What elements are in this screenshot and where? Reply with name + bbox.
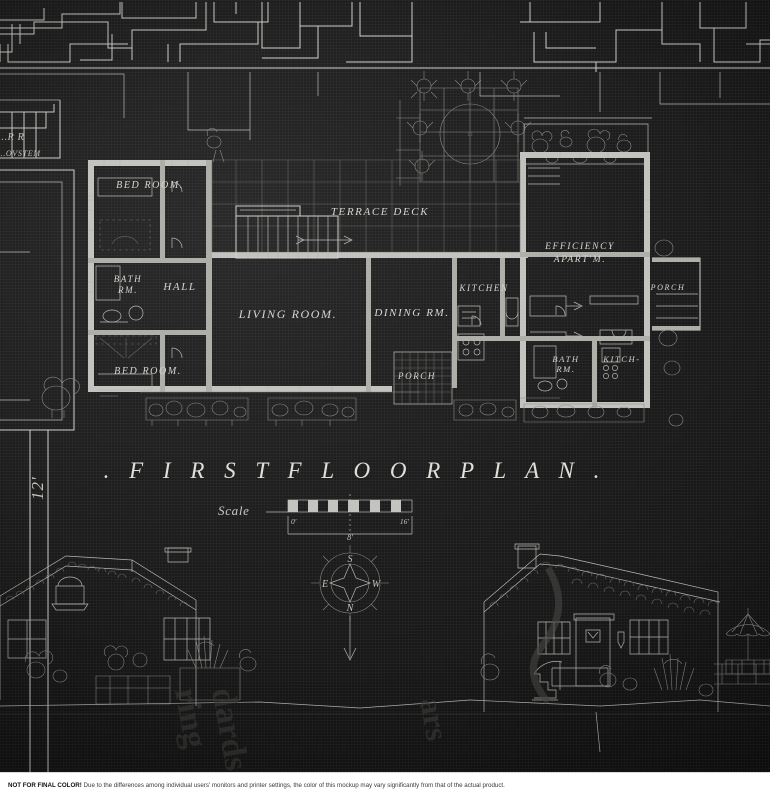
- left-plan-fragment: …R R …OVSTEM: [0, 99, 60, 158]
- bedroom-south-fittings: [95, 335, 157, 391]
- room-label-kitchenette: KITCH-: [602, 354, 640, 364]
- footer-notice: NOT FOR FINAL COLOR! Due to the differen…: [0, 772, 770, 800]
- watermark-line-2: dards: [204, 685, 255, 772]
- room-label-efficiency-apartment-2: APART'M.: [553, 255, 606, 265]
- footer-text: NOT FOR FINAL COLOR! Due to the differen…: [8, 782, 505, 789]
- compass-label-south: S: [348, 554, 353, 565]
- room-label-living-room: LIVING ROOM.: [238, 307, 338, 321]
- compass-label-north: N: [346, 603, 355, 614]
- footer-warning: NOT FOR FINAL COLOR!: [8, 782, 82, 789]
- room-label-bath-room-west-2: RM.: [117, 285, 138, 295]
- room-label-bath-room-east: BATH: [552, 354, 579, 364]
- room-label-bath-room-west: BATH: [114, 274, 143, 284]
- pergola-trellis: [396, 71, 532, 186]
- scale-label: Scale: [218, 503, 250, 518]
- svg-text:…R R: …R R: [0, 132, 24, 143]
- room-label-efficiency-apartment: EFFICIENCY: [544, 242, 615, 252]
- blueprint-canvas: …R R …OVSTEM 12': [0, 0, 770, 772]
- room-label-porch-south: PORCH: [397, 371, 436, 381]
- page-title: . F I R S T F L O O R P L A N .: [104, 458, 607, 483]
- blueprint-linework: …R R …OVSTEM 12': [0, 0, 770, 772]
- footer-message: Due to the differences among individual …: [83, 782, 505, 789]
- scale-bar: Scale 0' 8' 16': [218, 494, 413, 542]
- scale-tick-8: 8': [347, 533, 353, 542]
- compass-label-east: E: [321, 579, 328, 590]
- room-label-bed-room-south: BED ROOM.: [114, 366, 182, 377]
- watermark-line-3: ars: [413, 695, 456, 743]
- room-label-hall: HALL: [162, 281, 196, 293]
- svg-text:…OVSTEM: …OVSTEM: [0, 149, 41, 158]
- room-label-kitchen: KITCHEN: [458, 283, 508, 293]
- elevation-left: [0, 547, 471, 709]
- svg-text:12': 12': [28, 476, 47, 500]
- porch-east: [652, 258, 700, 330]
- watermark-text: ring dards ars: [167, 685, 456, 772]
- compass-rose: S N E W: [311, 545, 389, 661]
- room-label-terrace-deck: TERRACE DECK: [331, 206, 429, 218]
- scale-tick-0: 0': [291, 517, 297, 526]
- elevation-right: [469, 543, 770, 753]
- room-label-dining-room: DINING RM.: [373, 307, 449, 319]
- room-label-bath-room-east-2: RM.: [555, 364, 575, 374]
- scale-tick-16: 16': [400, 517, 410, 526]
- room-label-bed-room-north: BED ROOM.: [116, 180, 184, 191]
- footer-divider: [0, 772, 770, 773]
- kitchen-fittings: [457, 297, 519, 361]
- upper-plan-linework: [0, 2, 770, 140]
- room-label-porch-east: PORCH: [650, 283, 686, 292]
- compass-label-west: W: [372, 579, 382, 590]
